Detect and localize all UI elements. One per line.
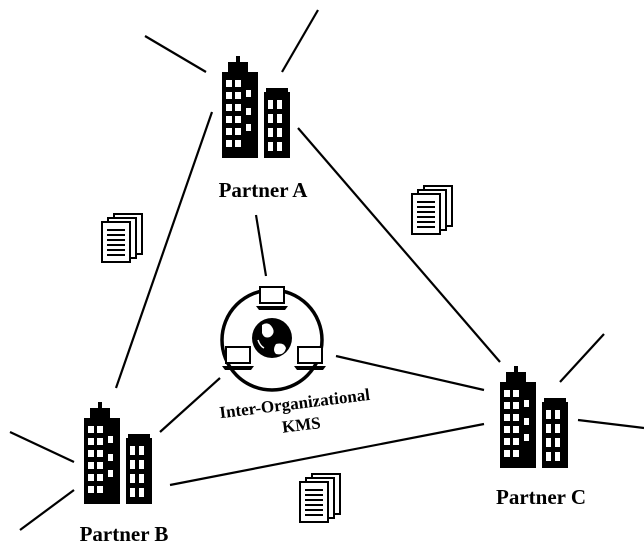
line-a-to-c <box>297 127 501 363</box>
building-icon-partner-c <box>500 366 568 468</box>
kms-hub <box>220 286 327 392</box>
outward-line-b-upper <box>9 431 75 463</box>
partner-c-label: Partner C <box>496 485 586 509</box>
line-kms-to-c <box>335 354 485 392</box>
line-b-to-c <box>169 422 485 487</box>
outward-line-a-left <box>144 35 207 73</box>
laptop-icon-top <box>255 286 289 311</box>
building-icon-partner-b <box>84 402 152 504</box>
outward-line-a-right <box>281 9 319 73</box>
globe-icon <box>252 318 292 358</box>
building-icon-partner-a <box>222 56 290 158</box>
documents-icon-b-c <box>299 473 341 523</box>
documents-icon-a-b <box>101 213 143 263</box>
documents-icon-a-c <box>411 185 453 235</box>
line-kms-to-b <box>159 377 221 433</box>
line-a-to-kms <box>254 214 268 277</box>
outward-line-b-lower <box>19 489 75 531</box>
line-a-to-b <box>114 111 214 389</box>
laptop-icon-left <box>221 346 255 371</box>
outward-line-c-right <box>577 418 644 430</box>
partner-b-label: Partner B <box>80 522 169 546</box>
outward-line-c-upper <box>559 333 605 383</box>
connection-lines <box>9 9 644 531</box>
laptop-icon-right <box>293 346 327 371</box>
kms-label-line2: KMS <box>281 413 322 437</box>
partner-a-label: Partner A <box>219 178 309 202</box>
kms-label: Inter-Organizational KMS <box>218 385 371 437</box>
